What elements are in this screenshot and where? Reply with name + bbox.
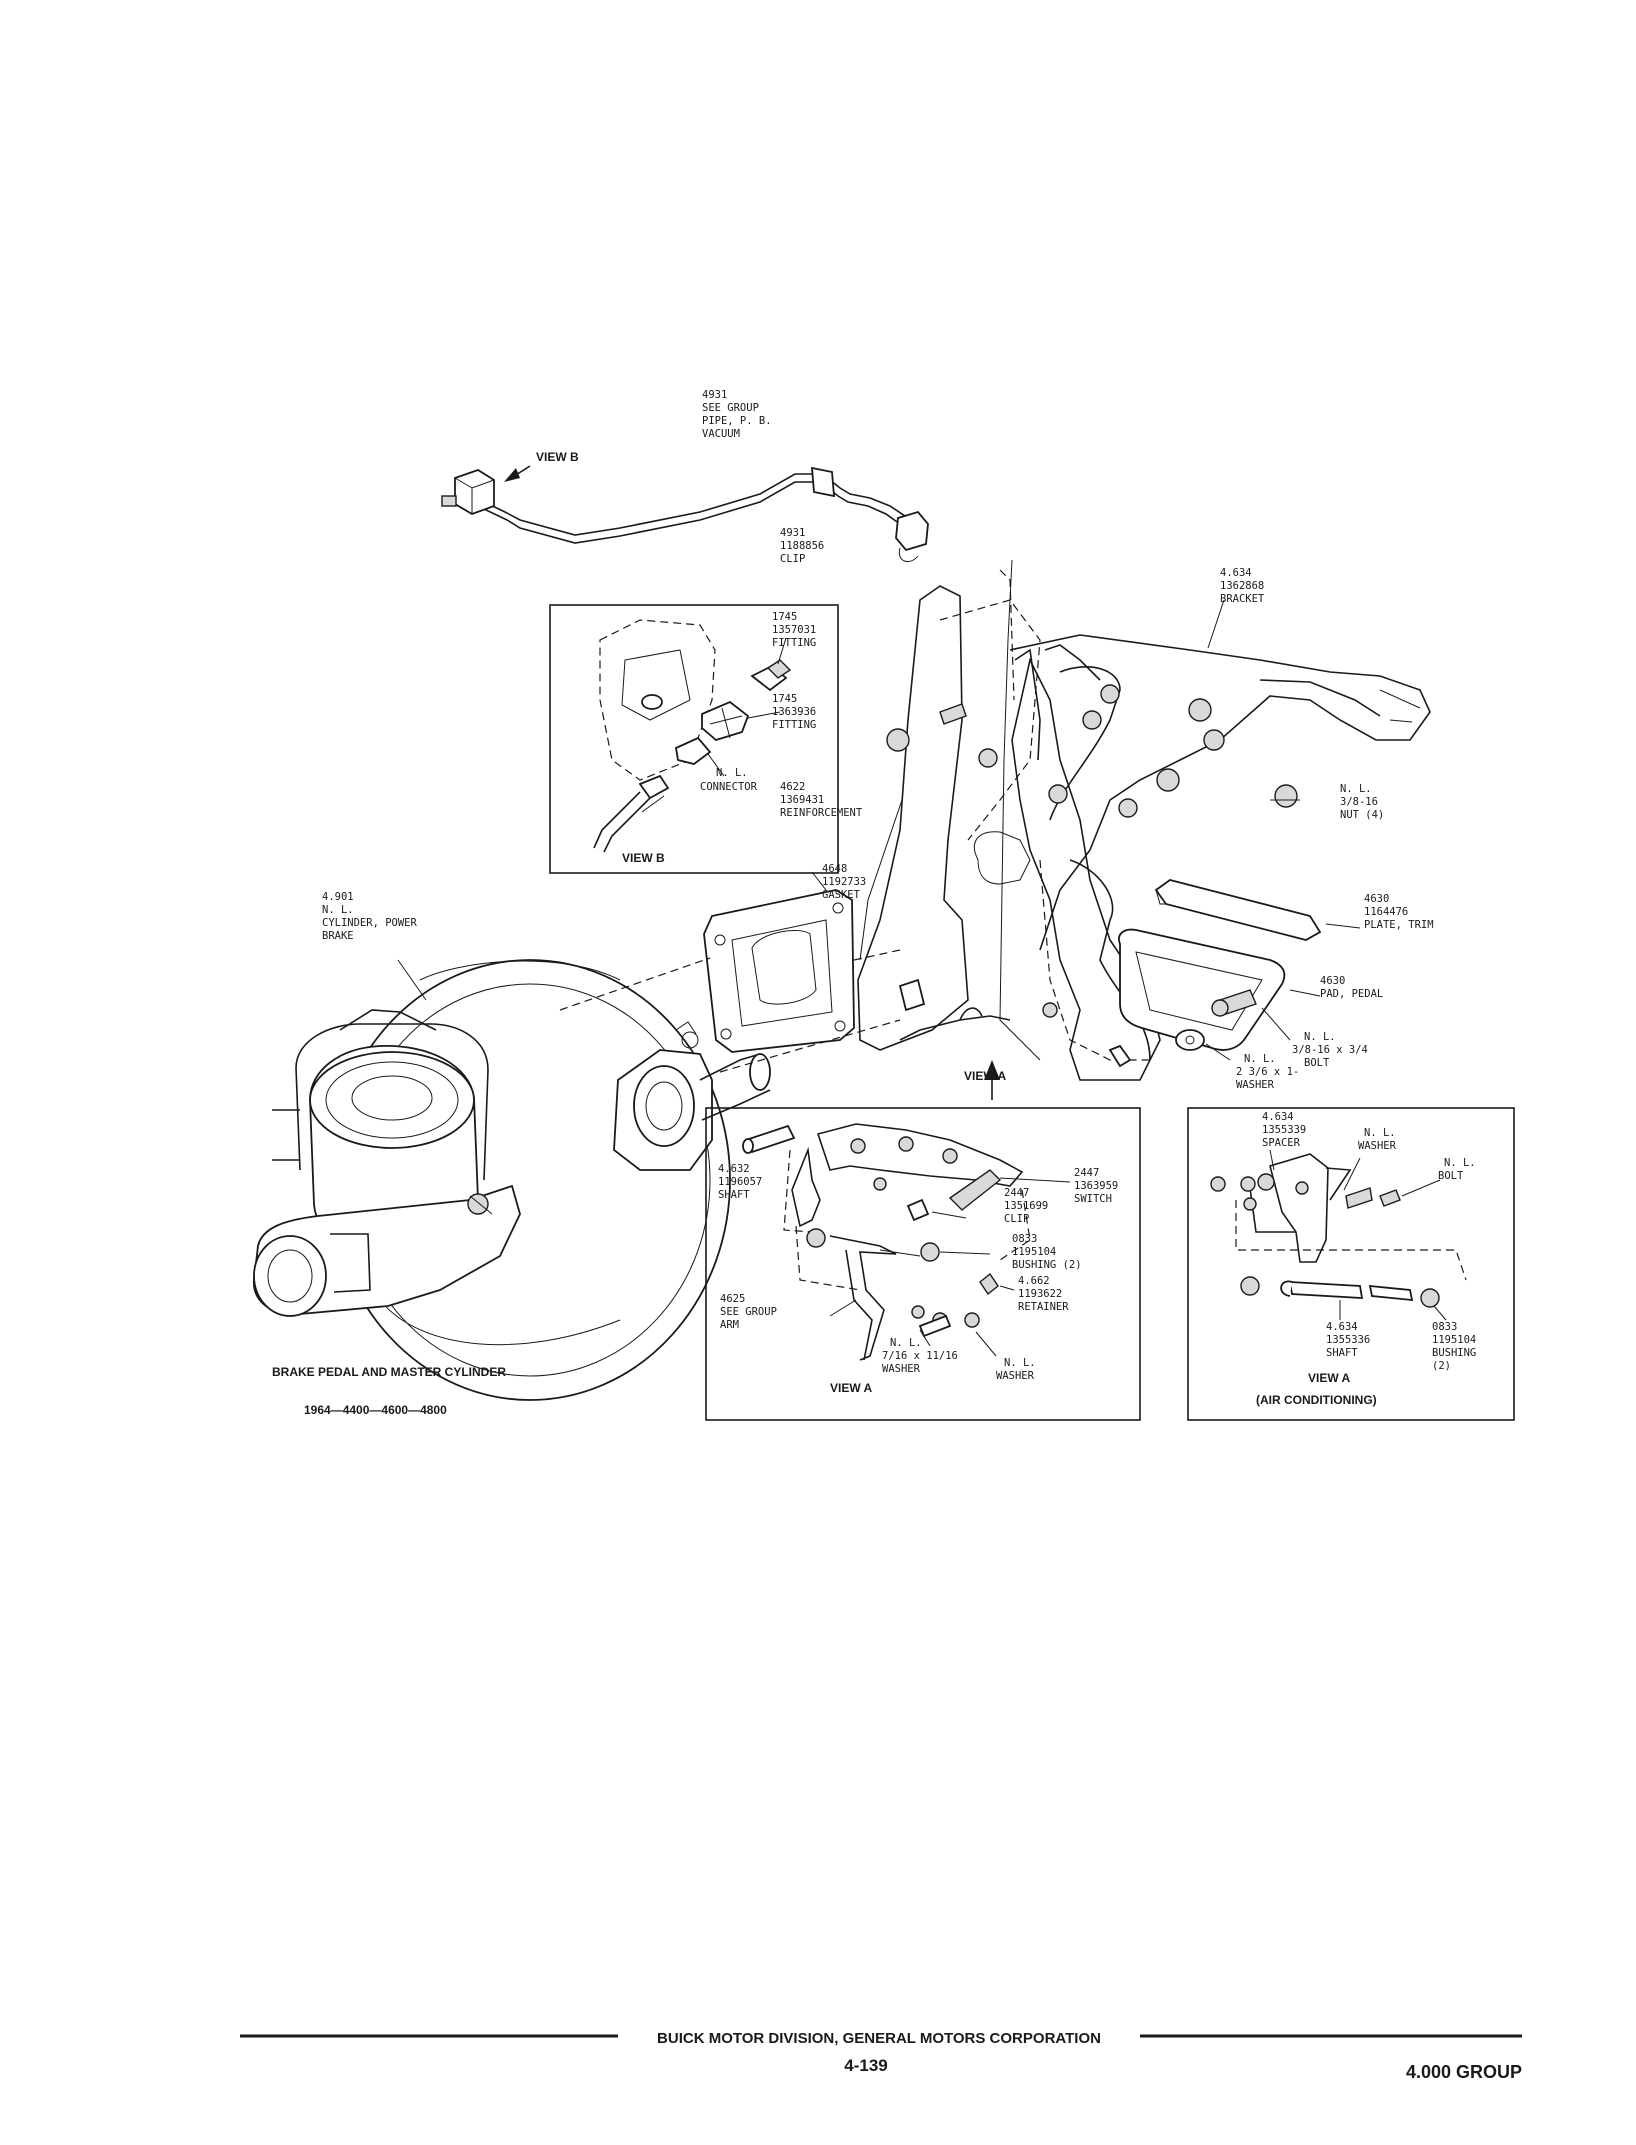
view-b-arrow-label: VIEW B [536, 450, 579, 464]
power-brake-cylinder [253, 957, 901, 1401]
footer-group: 4.000 GROUP [1406, 2062, 1522, 2082]
callout-bolt-ac: N. L. BOLT [1438, 1157, 1482, 1182]
callout-bracket: 4.634 1362868 BRACKET [1220, 567, 1271, 605]
callout-arm: 4625 SEE GROUP ARM [720, 1293, 783, 1331]
callout-washer-main: N. L. 2 3/6 x 1- WASHER [1236, 1053, 1306, 1091]
callout-labels: 4931 SEE GROUP PIPE, P. B. VACUUM 4931 1… [322, 389, 1483, 1382]
callout-gasket: 4648 1192733 GASKET [822, 863, 873, 901]
callout-fitting-1: 1745 1357031 FITTING [772, 611, 823, 649]
callout-clip-vacuum: 4931 1188856 CLIP [780, 527, 831, 565]
pedal-trim-assembly [1118, 879, 1361, 1061]
callout-pad-pedal: 4630 PAD, PEDAL [1320, 975, 1383, 1000]
callout-nut: N. L. 3/8-16 NUT (4) [1340, 783, 1384, 821]
callout-cylinder: 4.901 N. L. CYLINDER, POWER BRAKE [322, 891, 423, 942]
view-a-ac-caption: (AIR CONDITIONING) [1256, 1393, 1377, 1407]
callout-reinforcement: 4622 1369431 REINFORCEMENT [780, 781, 863, 819]
callout-retainer: 4.662 1193622 RETAINER [1018, 1275, 1069, 1313]
callout-washer-ac: N. L. WASHER [1358, 1127, 1402, 1152]
callout-fitting-2: 1745 1363936 FITTING [772, 693, 823, 731]
view-a-inset [705, 1107, 1141, 1421]
callout-washer-a2: N. L. WASHER [996, 1357, 1042, 1382]
callout-connector: N. L. CONNECTOR [700, 767, 758, 793]
callout-pipe-vacuum: 4931 SEE GROUP PIPE, P. B. VACUUM [702, 389, 778, 440]
footer-page-number: 4-139 [844, 2056, 887, 2075]
view-b-inset-label: VIEW B [622, 851, 665, 865]
callout-bushing-ac: 0833 1195104 BUSHING (2) [1432, 1321, 1483, 1372]
callout-switch: 2447 1363959 SWITCH [1074, 1167, 1125, 1205]
callout-plate-trim: 4630 1164476 PLATE, TRIM [1364, 893, 1434, 931]
pedal-bracket-assembly [857, 559, 1431, 1100]
callout-clip-a: 2447 1351699 CLIP [1004, 1187, 1055, 1225]
callout-spacer-ac: 4.634 1355339 SPACER [1262, 1111, 1313, 1149]
callout-bushing-a: 0833 1195104 BUSHING (2) [1012, 1233, 1082, 1271]
callout-shaft-ac: 4.634 1355336 SHAFT [1326, 1321, 1377, 1359]
page-footer: BUICK MOTOR DIVISION, GENERAL MOTORS COR… [240, 2030, 1522, 2082]
callout-bolt-main: N. L. 3/8-16 x 3/4 BOLT [1292, 1031, 1374, 1069]
footer-publisher: BUICK MOTOR DIVISION, GENERAL MOTORS COR… [657, 2030, 1101, 2047]
callout-shaft-a: 4.632 1196057 SHAFT [718, 1163, 769, 1201]
diagram-years: 1964—4400—4600—4800 [304, 1403, 447, 1417]
callout-washer-a1: N. L. 7/16 x 11/16 WASHER [882, 1337, 964, 1375]
view-a-arrow-label: VIEW A [964, 1069, 1007, 1083]
diagram-title: BRAKE PEDAL AND MASTER CYLINDER [272, 1365, 506, 1379]
view-b-inset [549, 604, 839, 874]
view-a-ac-label: VIEW A [1308, 1371, 1351, 1385]
gasket [703, 871, 901, 1053]
vacuum-pipe-assembly [441, 465, 929, 563]
view-a-inset-label: VIEW A [830, 1381, 873, 1395]
nut-hardware [886, 684, 1298, 1018]
view-a-ac-inset [1187, 1107, 1515, 1421]
